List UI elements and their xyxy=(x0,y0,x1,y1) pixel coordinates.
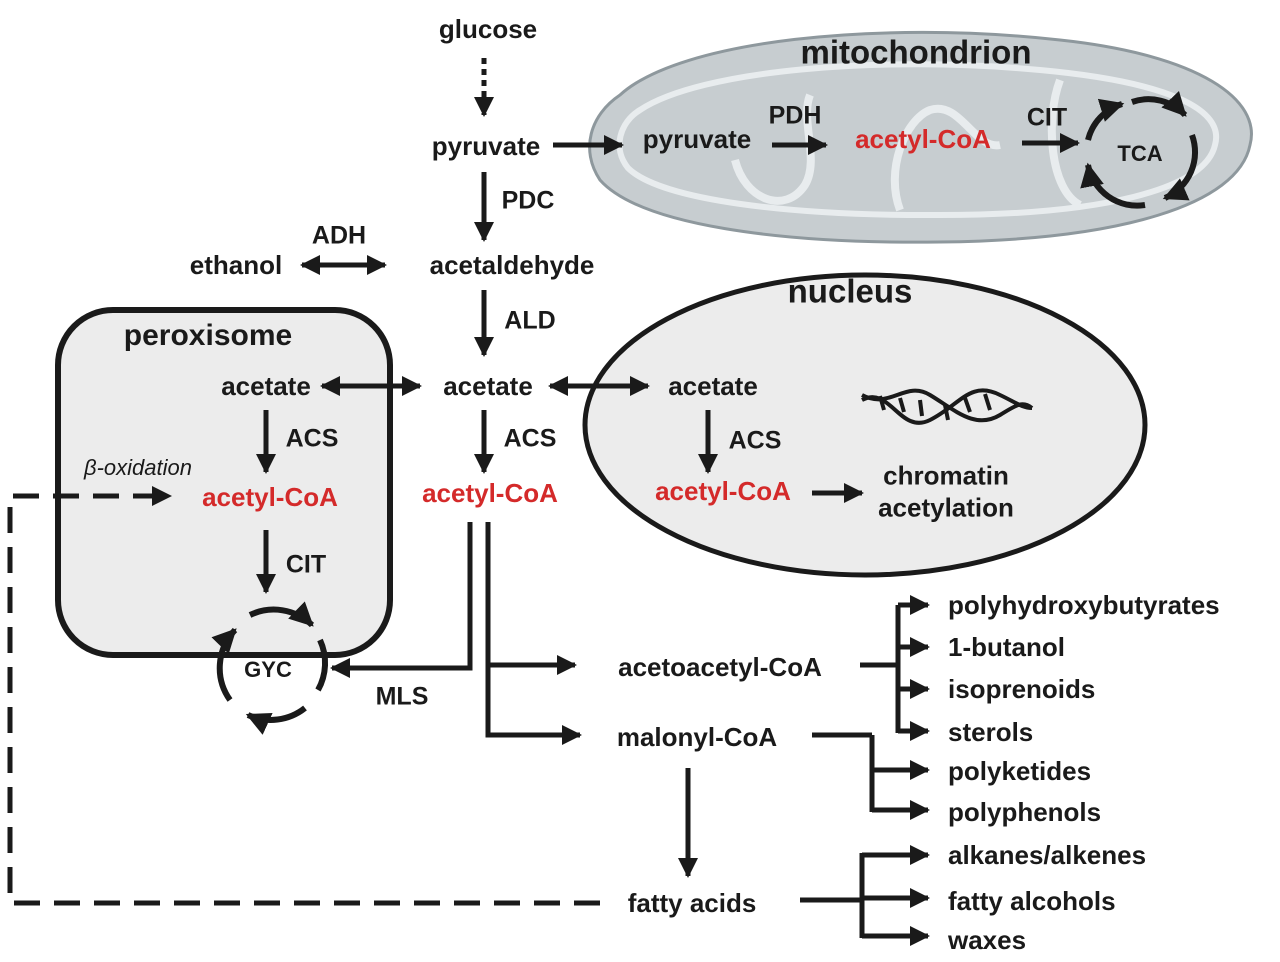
enzyme-adh-label: ADH xyxy=(311,221,367,250)
dna-icon xyxy=(861,388,1034,425)
nucleus-shape xyxy=(582,272,1148,578)
chromatin-acetylation-label: chromatin acetylation xyxy=(878,460,1014,523)
enzyme-acs-perox-label: ACS xyxy=(285,424,339,453)
pyruvate-cytosol-label: pyruvate xyxy=(431,131,541,161)
product-polyketides: polyketides xyxy=(948,756,1092,786)
acetyl-coa-perox-label: acetyl-CoA xyxy=(202,482,338,512)
enzyme-acs-nucleus-label: ACS xyxy=(728,426,782,455)
arrow-acetoacetyl xyxy=(485,522,577,675)
bracket-fatty-acids xyxy=(800,845,930,946)
pyruvate-mito-label: pyruvate xyxy=(642,124,752,154)
fatty-acids-label: fatty acids xyxy=(627,888,757,918)
product-polyhydroxybutyrates: polyhydroxybutyrates xyxy=(948,590,1220,620)
glucose-label: glucose xyxy=(438,14,538,44)
enzyme-pdh-label: PDH xyxy=(768,101,822,130)
cycle-gyc-label: GYC xyxy=(244,657,292,682)
cycle-tca-label: TCA xyxy=(1117,141,1163,166)
enzyme-mls-label: MLS xyxy=(375,682,429,711)
chromatin-line-2: acetylation xyxy=(878,492,1014,522)
arrow-mls xyxy=(330,522,473,678)
bracket-acetoacetyl xyxy=(860,595,930,741)
chromatin-line-1: chromatin xyxy=(883,460,1009,491)
enzyme-pdc-label: PDC xyxy=(501,186,555,215)
acetoacetyl-coa-label: acetoacetyl-CoA xyxy=(618,652,822,682)
product-polyphenols: polyphenols xyxy=(948,797,1102,827)
malonyl-coa-label: malonyl-CoA xyxy=(616,722,778,752)
enzyme-acs-cytosol-label: ACS xyxy=(503,424,557,453)
nucleus-label: nucleus xyxy=(787,272,913,310)
product-sterols: sterols xyxy=(948,717,1034,747)
peroxisome-label: peroxisome xyxy=(123,319,293,352)
beta-oxidation-label: β-oxidation xyxy=(84,455,192,480)
acetyl-coa-mito-label: acetyl-CoA xyxy=(855,124,991,154)
bracket-malonyl xyxy=(812,732,930,820)
acetyl-coa-nucleus-label: acetyl-CoA xyxy=(655,476,791,506)
acetyl-coa-cytosol-label: acetyl-CoA xyxy=(422,478,558,508)
enzyme-ald-label: ALD xyxy=(504,306,556,335)
enzyme-cit-perox-label: CIT xyxy=(285,550,327,579)
gyc-cycle-icon xyxy=(211,601,329,735)
product-alkanes-alkenes: alkanes/alkenes xyxy=(948,840,1147,870)
product-isoprenoids: isoprenoids xyxy=(948,674,1096,704)
acetate-perox-label: acetate xyxy=(221,371,311,401)
enzyme-cit-mito-label: CIT xyxy=(1026,103,1068,132)
product-waxes: waxes xyxy=(948,925,1027,955)
acetaldehyde-label: acetaldehyde xyxy=(429,250,595,280)
product-1-butanol: 1-butanol xyxy=(948,632,1065,662)
acetate-cytosol-label: acetate xyxy=(443,371,533,401)
mitochondrion-label: mitochondrion xyxy=(800,33,1032,71)
dashed-beta-oxidation-path xyxy=(7,486,600,906)
tca-cycle-icon xyxy=(1080,91,1199,209)
ethanol-label: ethanol xyxy=(189,250,283,280)
acetate-nucleus-label: acetate xyxy=(668,371,758,401)
product-fatty-alcohols: fatty alcohols xyxy=(948,886,1116,916)
arrow-malonyl xyxy=(485,665,582,745)
